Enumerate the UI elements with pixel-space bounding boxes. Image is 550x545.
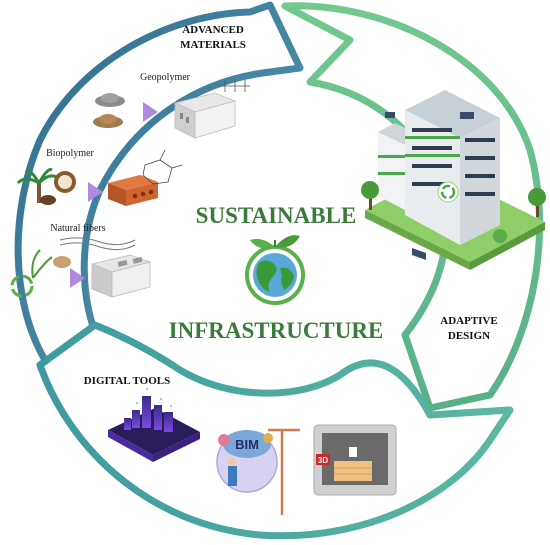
fiber-strands-icon: [59, 237, 136, 251]
material-item-biopolymer: Biopolymer: [46, 148, 94, 159]
arrow-right-icon: [143, 102, 158, 122]
material-item-natural-fibers: Natural fibers: [50, 223, 105, 234]
arrow-right-icon: [70, 268, 85, 288]
adaptive-title-line1: ADAPTIVE: [440, 315, 497, 327]
digital-title: DIGITAL TOOLS: [84, 375, 171, 387]
recycle-icon: [10, 274, 34, 298]
sugar-molecule-icon: [142, 149, 183, 185]
center-title-line2: INFRASTRUCTURE: [169, 318, 384, 343]
3d-printer-icon: 3D: [313, 424, 397, 496]
materials-title-line2: MATERIALS: [180, 39, 246, 51]
concrete-block-icon: [173, 92, 237, 139]
center-title-line1: SUSTAINABLE: [196, 203, 357, 228]
materials-title-line1: ADVANCED: [182, 24, 244, 36]
palm-tree-icon: [16, 168, 59, 203]
material-item-geopolymer: Geopolymer: [140, 72, 191, 83]
bim-label: BIM: [235, 437, 259, 452]
printer-label: 3D: [318, 456, 328, 465]
powder-pile-icon: [93, 93, 125, 128]
digital-city-icon: [108, 388, 200, 462]
brick-icon: [108, 175, 158, 206]
globe-leaf-icon: [245, 235, 305, 305]
adaptive-title-line2: DESIGN: [448, 330, 490, 342]
plant-icon: [31, 249, 71, 279]
bim-icon: BIM: [216, 428, 300, 515]
hollow-block-icon: [90, 254, 152, 298]
arrow-right-icon: [88, 182, 103, 202]
green-building-icon: [361, 90, 546, 270]
coconut-icon: [40, 171, 76, 205]
molecule-icon: [218, 80, 250, 92]
